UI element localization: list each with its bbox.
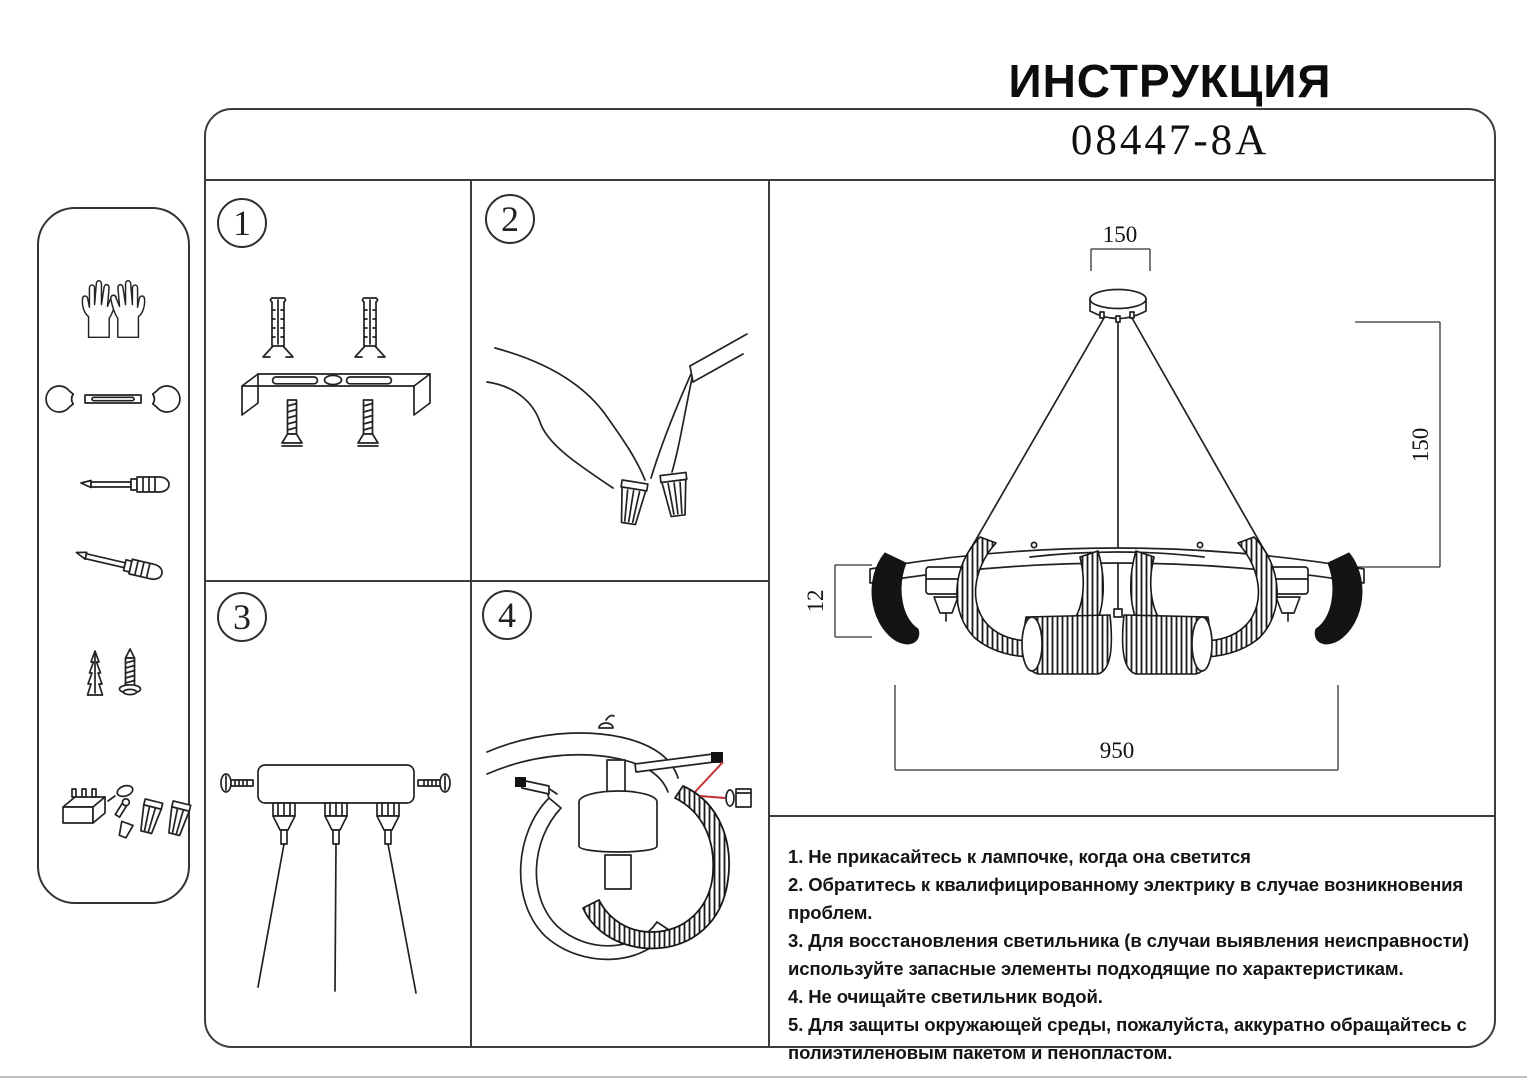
side-screw-icon bbox=[417, 773, 451, 793]
step-4-number: 4 bbox=[498, 595, 516, 635]
dim-canopy-width: 150 bbox=[1090, 222, 1151, 271]
ring-back-edge bbox=[1029, 551, 1205, 558]
cable-gland bbox=[257, 802, 417, 994]
dim-body-height-label: 12 bbox=[803, 590, 828, 613]
supply-wires bbox=[486, 347, 646, 489]
ribbed-shade bbox=[956, 536, 1105, 658]
mounting-arm bbox=[515, 752, 723, 795]
note-line: 5. Для защиты окружающей среды, пожалуйс… bbox=[788, 1014, 1467, 1063]
candle-socket bbox=[925, 566, 967, 622]
dim-hanging-height-label: 150 bbox=[1408, 428, 1433, 463]
dim-body-height: 12 bbox=[803, 564, 872, 638]
fixture-wire bbox=[650, 333, 748, 479]
safety-notes: 1. Не прикасайтесь к лампочке, когда она… bbox=[788, 843, 1494, 1067]
ceiling-canopy bbox=[1089, 288, 1147, 323]
step-4-badge: 4 bbox=[482, 590, 532, 640]
canopy-bar bbox=[257, 764, 415, 804]
step-1-badge: 1 bbox=[217, 198, 267, 248]
page-title: ИНСТРУКЦИЯ bbox=[1008, 55, 1332, 107]
notes-divider bbox=[768, 815, 1496, 817]
dim-canopy-width-label: 150 bbox=[1103, 222, 1138, 247]
step-2-badge: 2 bbox=[485, 194, 535, 244]
model-number: 08447-8A bbox=[1070, 117, 1270, 164]
shade-group bbox=[871, 536, 1113, 675]
screwdriver-angled-icon bbox=[75, 551, 163, 581]
wire-nut-icon bbox=[659, 471, 688, 518]
note-line: 1. Не прикасайтесь к лампочке, когда она… bbox=[788, 846, 1251, 867]
step-1-drawing bbox=[241, 297, 431, 447]
wire-nut-icon bbox=[168, 800, 192, 837]
mounting-bracket-icon bbox=[241, 373, 431, 416]
step-3-drawing bbox=[220, 764, 451, 994]
suspension-cables bbox=[962, 317, 1272, 618]
tools-panel bbox=[37, 207, 190, 904]
wire-nut-icon bbox=[620, 479, 649, 526]
wrench-icon bbox=[45, 385, 181, 413]
shade-screw-icon bbox=[699, 788, 752, 808]
dim-diameter-label: 950 bbox=[1100, 738, 1135, 763]
lamp-holder bbox=[578, 759, 658, 890]
step-4-drawing bbox=[486, 714, 752, 961]
screwdriver-icon bbox=[80, 476, 170, 493]
note-line: 3. Для восстановления светильника (в слу… bbox=[788, 930, 1469, 979]
tools-icons bbox=[45, 280, 192, 839]
column-divider-1 bbox=[470, 180, 472, 1047]
front-drum-shade bbox=[1021, 614, 1113, 675]
main-frame bbox=[204, 108, 1496, 1048]
chandelier-drawing: 150 150 12 950 bbox=[803, 222, 1441, 771]
column-divider-2 bbox=[768, 180, 770, 1047]
row-divider-left bbox=[204, 580, 770, 582]
page-bottom-edge bbox=[0, 1076, 1527, 1078]
note-line: 2. Обратитесь к квалифицированному элект… bbox=[788, 874, 1464, 923]
ribbed-shade bbox=[582, 785, 730, 950]
step-3-number: 3 bbox=[233, 597, 251, 637]
step-2-number: 2 bbox=[501, 199, 519, 239]
step-2-drawing bbox=[486, 333, 748, 526]
step-3-badge: 3 bbox=[217, 592, 267, 642]
screw-guide-line bbox=[694, 761, 724, 793]
wall-anchor-icon bbox=[262, 297, 386, 358]
header-divider bbox=[204, 179, 1496, 181]
screw-icon bbox=[281, 399, 379, 447]
step-1-number: 1 bbox=[233, 203, 251, 243]
hardware-parts-icon bbox=[62, 784, 192, 839]
gloves-icon bbox=[81, 280, 146, 339]
note-line: 4. Не очищайте светильник водой. bbox=[788, 986, 1103, 1007]
dim-diameter: 950 bbox=[894, 685, 1339, 771]
wire-nut-icon bbox=[140, 798, 164, 835]
dim-hanging-height: 150 bbox=[1355, 321, 1441, 568]
anchor-screw-icon bbox=[86, 648, 142, 696]
fixture-ring bbox=[869, 547, 1365, 584]
side-screw-icon bbox=[220, 773, 254, 793]
